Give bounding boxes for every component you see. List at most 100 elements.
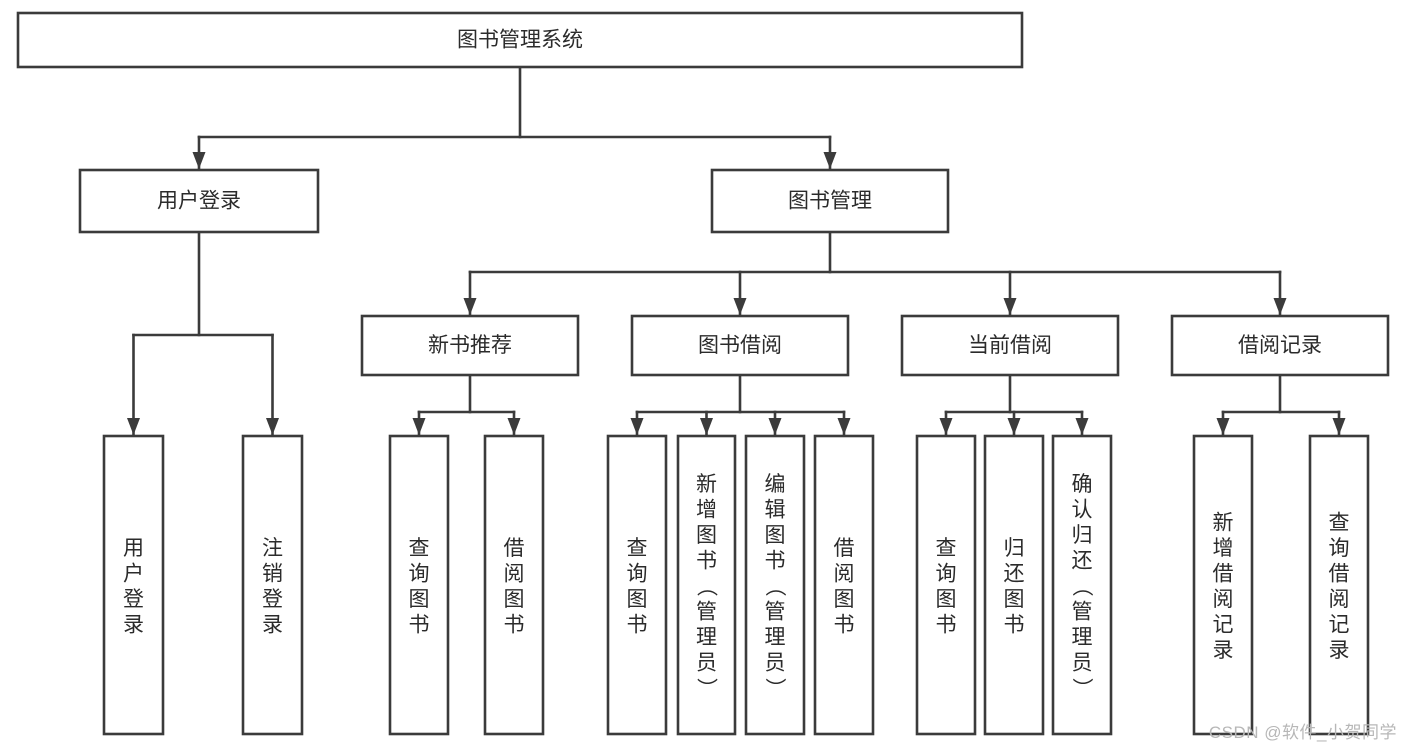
node-label-char: 理 (696, 626, 717, 649)
node-label: 图书管理 (788, 190, 872, 213)
arrow-head (837, 418, 851, 435)
node-label: 归还图书 (1004, 537, 1025, 637)
level3-node[interactable]: 图书借阅 (630, 314, 850, 377)
node-label-char: 管 (765, 601, 786, 624)
arrow-head (733, 298, 747, 315)
arrow-head (939, 418, 953, 435)
node-label-char: 理 (765, 626, 786, 649)
arrow-head (463, 298, 477, 315)
node-box[interactable] (676, 434, 737, 736)
leaf-node[interactable]: 查询图书 (388, 434, 450, 736)
node-label-char: ） (763, 678, 786, 699)
node-box[interactable] (102, 434, 165, 736)
node-box[interactable] (360, 314, 580, 377)
node-box[interactable] (710, 168, 950, 234)
node-label: 查询借阅记录 (1329, 511, 1350, 662)
node-label: 新增借阅记录 (1213, 511, 1234, 662)
node-label-char: 员 (1072, 652, 1093, 675)
arrow-head (1332, 418, 1346, 435)
node-label-char: 辑 (765, 499, 786, 522)
node-box[interactable] (744, 434, 806, 736)
leaf-node[interactable]: 查询图书 (915, 434, 977, 736)
node-label: 借阅图书 (834, 537, 855, 637)
node-label-char: ） (695, 678, 718, 699)
node-box[interactable] (630, 314, 850, 377)
nodes-layer: 图书管理系统用户登录图书管理新书推荐图书借阅当前借阅借阅记录用户登录注销登录查询… (16, 11, 1390, 736)
node-label-char: 新 (696, 473, 717, 496)
node-label-char: 归 (1072, 524, 1093, 547)
level3-node[interactable]: 当前借阅 (900, 314, 1120, 377)
node-label-char: 管 (696, 601, 717, 624)
node-box[interactable] (1192, 434, 1254, 736)
node-label-char: 书 (696, 550, 717, 573)
leaf-node[interactable]: 注销登录 (241, 434, 304, 736)
node-label-char: 理 (1072, 626, 1093, 649)
leaf-node[interactable]: 借阅图书 (813, 434, 875, 736)
node-box[interactable] (900, 314, 1120, 377)
node-box[interactable] (388, 434, 450, 736)
node-box[interactable] (983, 434, 1045, 736)
root-node[interactable]: 图书管理系统 (16, 11, 1024, 69)
node-label: 当前借阅 (968, 334, 1052, 357)
node-label-char: 还 (1072, 550, 1093, 573)
node-label: 查询图书 (936, 537, 957, 637)
node-label: 查询图书 (409, 537, 430, 637)
arrow-head (507, 418, 521, 435)
node-label-char: （ (695, 576, 718, 597)
arrow-head (823, 152, 837, 169)
level2-node[interactable]: 图书管理 (710, 168, 950, 234)
arrow-head (1216, 418, 1230, 435)
node-label-char: 员 (696, 652, 717, 675)
node-label: 图书管理系统 (457, 29, 583, 52)
arrow-head (1075, 418, 1089, 435)
node-label-char: （ (763, 576, 786, 597)
node-label: 图书借阅 (698, 334, 782, 357)
leaf-node[interactable]: 归还图书 (983, 434, 1045, 736)
arrow-head (630, 418, 644, 435)
node-box[interactable] (813, 434, 875, 736)
node-box[interactable] (1308, 434, 1370, 736)
arrow-head (1007, 418, 1021, 435)
level3-node[interactable]: 借阅记录 (1170, 314, 1390, 377)
node-box[interactable] (915, 434, 977, 736)
node-box[interactable] (78, 168, 320, 234)
node-label-char: 编 (765, 473, 786, 496)
node-label-char: 管 (1072, 601, 1093, 624)
node-box[interactable] (1051, 434, 1113, 736)
arrow-head (266, 418, 279, 435)
node-box[interactable] (1170, 314, 1390, 377)
connectors-layer (127, 65, 1346, 437)
leaf-node[interactable]: 查询借阅记录 (1308, 434, 1370, 736)
leaf-node[interactable]: 借阅图书 (483, 434, 545, 736)
node-label-char: ） (1070, 678, 1093, 699)
leaf-node[interactable]: 用户登录 (102, 434, 165, 736)
node-label: 用户登录 (123, 537, 144, 637)
node-label-char: 认 (1072, 499, 1093, 522)
arrow-head (1273, 298, 1287, 315)
leaf-node[interactable]: 新增借阅记录 (1192, 434, 1254, 736)
node-label-char: 图 (765, 524, 786, 547)
node-label: 查询图书 (627, 537, 648, 637)
level2-node[interactable]: 用户登录 (78, 168, 320, 234)
node-label: 用户登录 (157, 190, 241, 213)
node-label-char: （ (1070, 576, 1093, 597)
node-box[interactable] (483, 434, 545, 736)
node-label: 借阅记录 (1238, 334, 1322, 357)
level3-node[interactable]: 新书推荐 (360, 314, 580, 377)
node-label-char: 增 (696, 499, 717, 522)
node-box[interactable] (606, 434, 668, 736)
arrow-head (1003, 298, 1017, 315)
node-box[interactable] (16, 11, 1024, 69)
node-label: 注销登录 (262, 537, 283, 637)
node-label-char: 书 (765, 550, 786, 573)
node-label-char: 确 (1072, 473, 1093, 496)
node-label: 借阅图书 (504, 537, 525, 637)
arrow-head (768, 418, 782, 435)
node-box[interactable] (241, 434, 304, 736)
leaf-node[interactable]: 查询图书 (606, 434, 668, 736)
